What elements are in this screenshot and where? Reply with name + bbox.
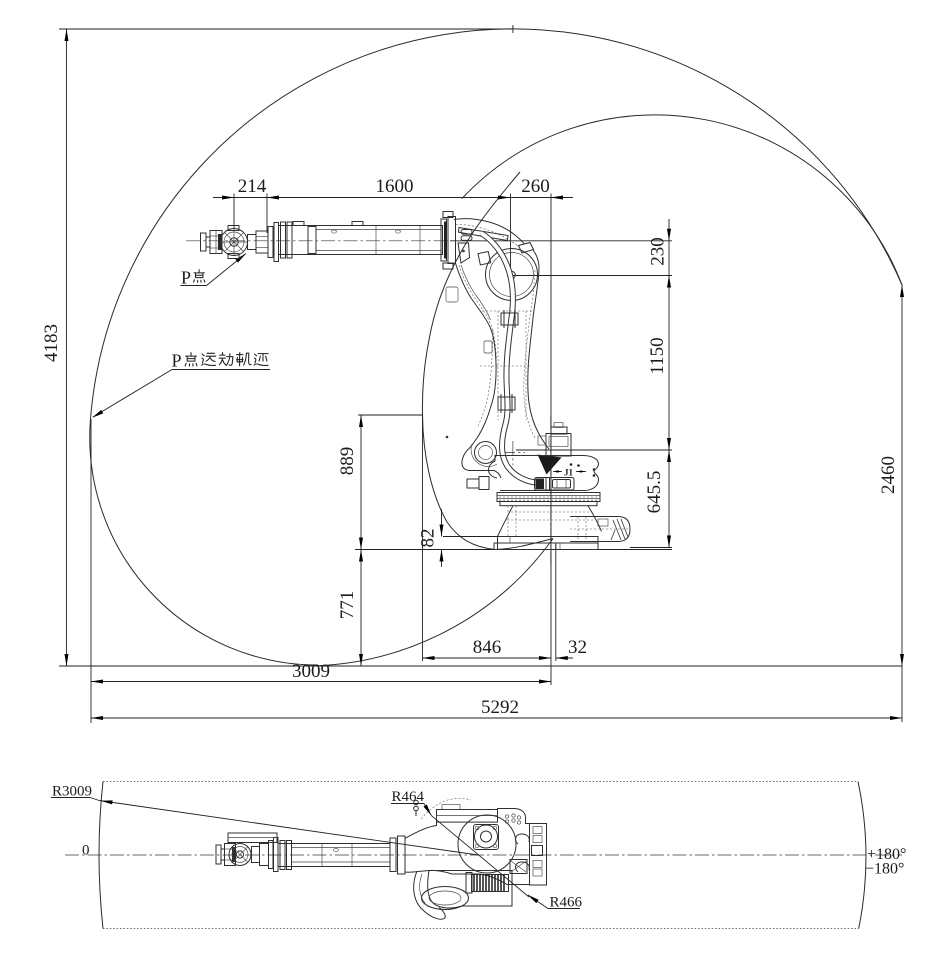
svg-text:J1: J1 <box>564 468 574 478</box>
svg-text:32: 32 <box>568 637 587 658</box>
svg-text:1150: 1150 <box>647 337 668 374</box>
svg-text:771: 771 <box>337 591 358 620</box>
svg-text:R466: R466 <box>550 895 583 911</box>
svg-text:R464: R464 <box>392 789 425 805</box>
svg-text:214: 214 <box>238 176 267 197</box>
svg-text:230: 230 <box>648 237 669 266</box>
svg-text:4183: 4183 <box>41 324 62 362</box>
svg-text:R3009: R3009 <box>52 784 92 800</box>
svg-text:0: 0 <box>82 843 90 859</box>
svg-text:5292: 5292 <box>481 697 519 718</box>
svg-text:P: P <box>172 351 182 371</box>
svg-text:889: 889 <box>337 447 358 476</box>
svg-text:2460: 2460 <box>878 456 899 494</box>
svg-text:−180°: −180° <box>865 861 904 878</box>
svg-text:P: P <box>181 268 191 288</box>
svg-text:1600: 1600 <box>376 176 414 197</box>
svg-text:645.5: 645.5 <box>644 471 665 514</box>
svg-text:+180°: +180° <box>867 846 906 863</box>
svg-text:260: 260 <box>521 176 550 197</box>
svg-text:82: 82 <box>418 529 439 548</box>
svg-text:3009: 3009 <box>292 661 330 682</box>
svg-text:846: 846 <box>473 637 502 658</box>
